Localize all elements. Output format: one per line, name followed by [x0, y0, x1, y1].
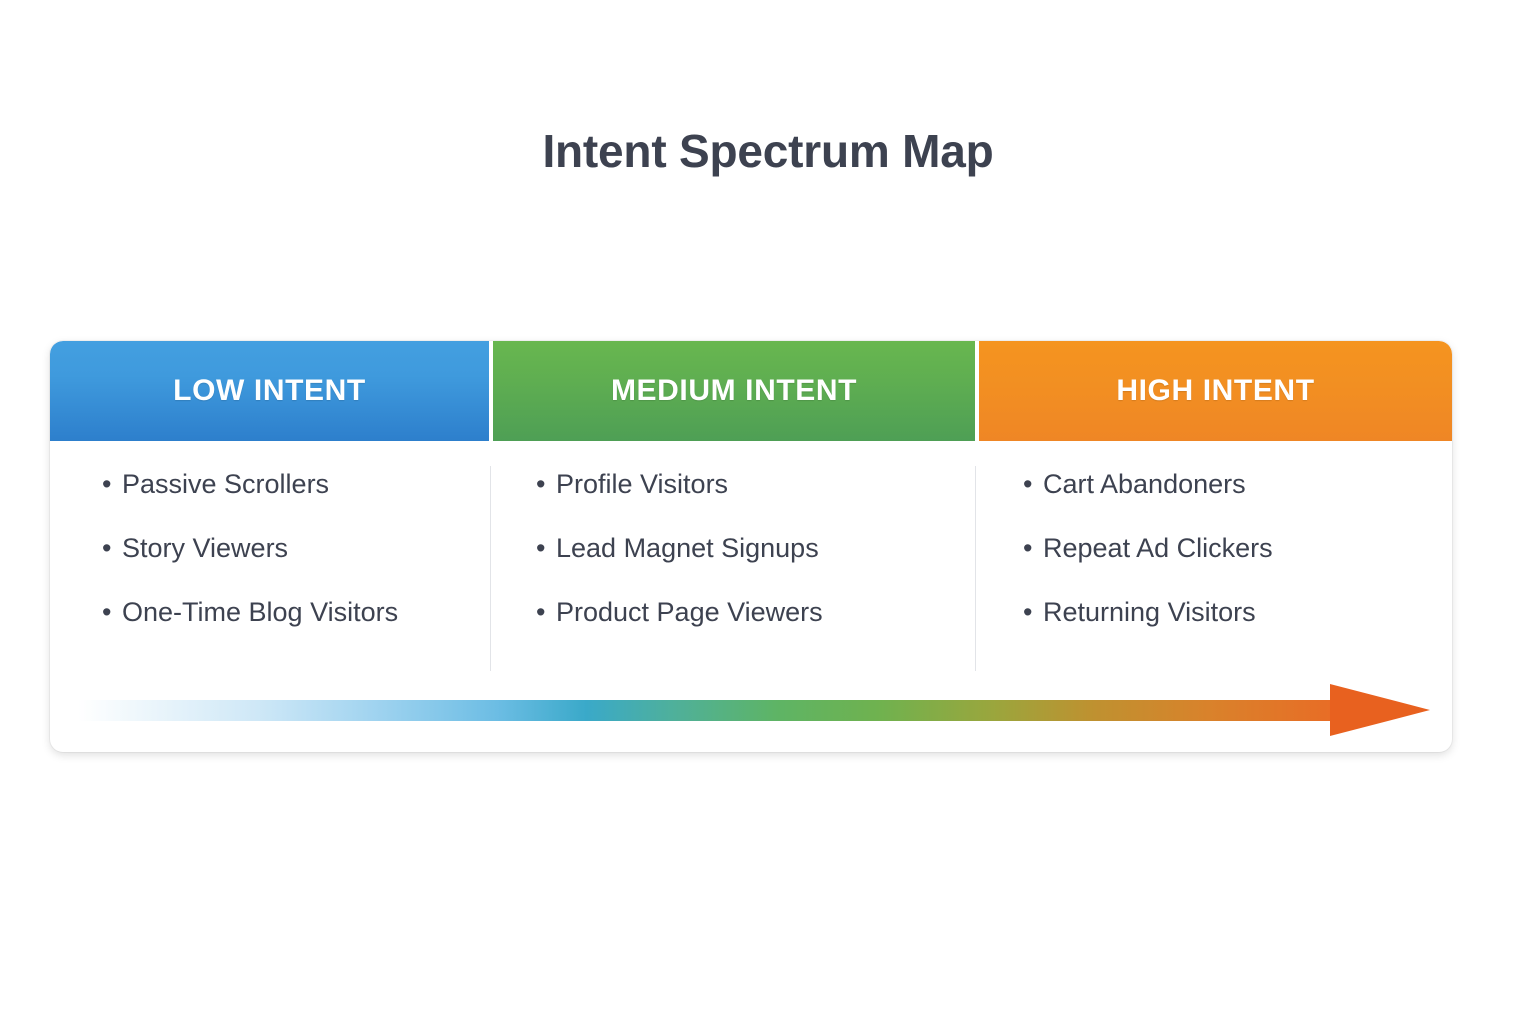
list-item: • Repeat Ad Clickers — [1023, 533, 1452, 564]
bullet-icon: • — [1023, 533, 1033, 564]
intent-spectrum-card: LOW INTENT MEDIUM INTENT HIGH INTENT • P… — [50, 341, 1452, 752]
list-medium-intent: • Profile Visitors • Lead Magnet Signups… — [536, 469, 975, 628]
list-item-label: Profile Visitors — [556, 469, 729, 499]
bullet-icon: • — [1023, 469, 1033, 499]
list-item-label: Product Page Viewers — [556, 597, 823, 628]
list-item: • Product Page Viewers — [536, 597, 975, 628]
list-item: • Lead Magnet Signups — [536, 533, 975, 564]
bullet-icon: • — [102, 597, 112, 628]
header-low-intent[interactable]: LOW INTENT — [50, 341, 489, 441]
list-item: • Passive Scrollers — [102, 469, 490, 500]
header-medium-intent[interactable]: MEDIUM INTENT — [493, 341, 975, 441]
bullet-icon: • — [1023, 597, 1033, 628]
list-item-label: Cart Abandoners — [1043, 469, 1246, 499]
bullet-icon: • — [536, 469, 546, 499]
bullet-icon: • — [536, 533, 546, 564]
bullet-icon: • — [102, 469, 112, 499]
bullet-icon: • — [536, 597, 546, 628]
list-item-label: One-Time Blog Visitors — [122, 597, 399, 628]
list-high-intent: • Cart Abandoners • Repeat Ad Clickers •… — [1023, 469, 1452, 628]
list-item-label: Repeat Ad Clickers — [1043, 533, 1273, 564]
list-low-intent: • Passive Scrollers • Story Viewers • On… — [102, 469, 490, 628]
list-item-label: Returning Visitors — [1043, 597, 1256, 628]
list-item-label: Story Viewers — [122, 533, 289, 564]
list-item: • Story Viewers — [102, 533, 490, 564]
list-item-label: Passive Scrollers — [122, 469, 330, 499]
column-high-intent: • Cart Abandoners • Repeat Ad Clickers •… — [975, 441, 1452, 671]
column-divider — [975, 466, 976, 671]
list-item: • Cart Abandoners — [1023, 469, 1452, 500]
column-medium-intent: • Profile Visitors • Lead Magnet Signups… — [490, 441, 975, 671]
list-item: • One-Time Blog Visitors — [102, 597, 490, 628]
list-item: • Profile Visitors — [536, 469, 975, 500]
bullet-icon: • — [102, 533, 112, 564]
header-high-intent[interactable]: HIGH INTENT — [979, 341, 1452, 441]
list-item: • Returning Visitors — [1023, 597, 1452, 628]
intent-progression-arrow — [78, 684, 1430, 736]
intent-header-band: LOW INTENT MEDIUM INTENT HIGH INTENT — [50, 341, 1452, 441]
list-item-label: Lead Magnet Signups — [556, 533, 819, 564]
header-gap-1 — [489, 341, 493, 441]
column-low-intent: • Passive Scrollers • Story Viewers • On… — [50, 441, 490, 671]
intent-columns: • Passive Scrollers • Story Viewers • On… — [50, 441, 1452, 671]
column-divider — [490, 466, 491, 671]
page-title: Intent Spectrum Map — [542, 125, 994, 177]
header-gap-2 — [975, 341, 979, 441]
